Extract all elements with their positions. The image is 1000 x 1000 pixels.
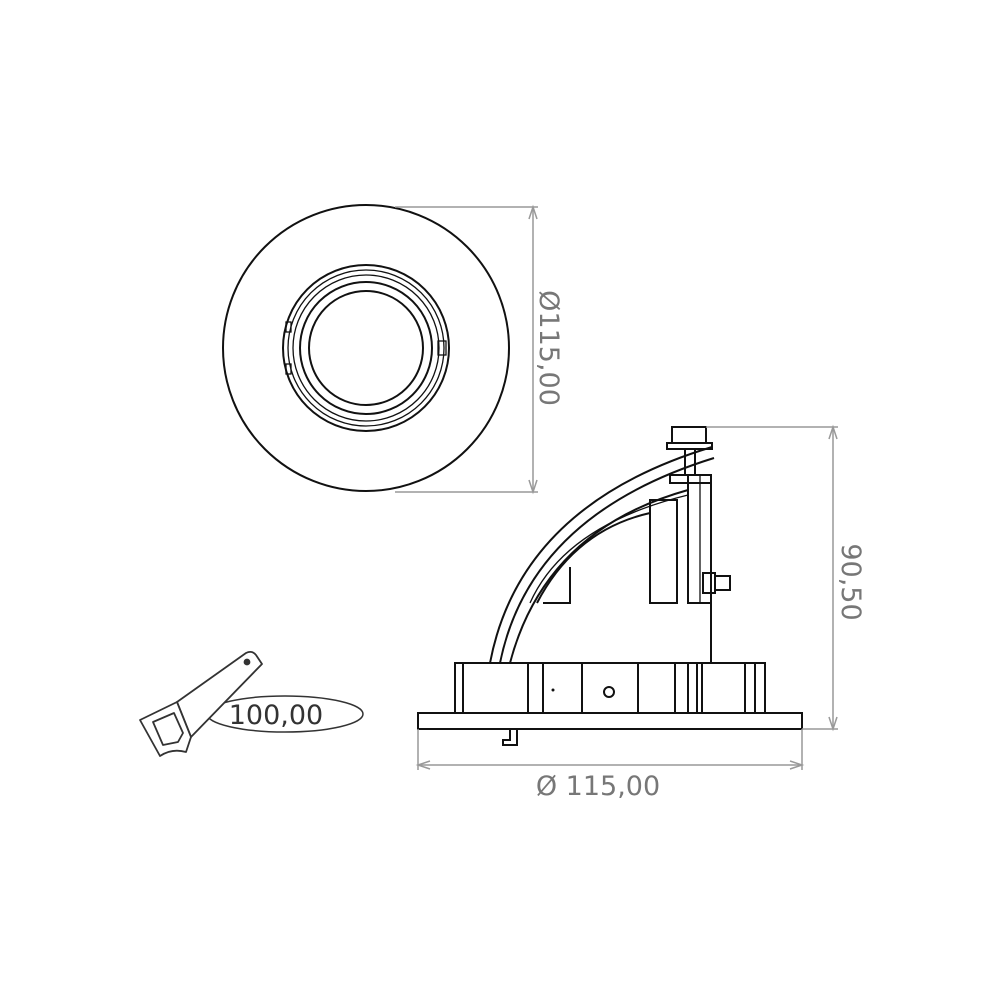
base-plate	[417, 712, 803, 730]
cutout-callout: 100,00	[139, 650, 364, 757]
housing-divisions	[462, 663, 756, 713]
post-cap	[669, 474, 712, 484]
gimbal-arc-4	[529, 494, 689, 604]
ring-clip-top	[285, 321, 292, 333]
saw-icon	[139, 650, 263, 757]
gimbal-arc-outer	[489, 446, 713, 664]
housing-block	[454, 662, 766, 714]
height-dimension: 90,50	[706, 424, 866, 732]
gimbal-arc-3	[509, 489, 689, 664]
side-diameter-dimension: Ø 115,00	[415, 729, 805, 802]
ring-clip-bottom	[285, 363, 292, 375]
side-bolt-head	[702, 572, 716, 594]
height-label: 90,50	[835, 543, 866, 620]
gimbal-arc-inner	[536, 512, 651, 604]
outer-trim-circle	[222, 204, 510, 492]
cutout-label: 100,00	[229, 700, 323, 731]
ring-2	[287, 269, 445, 427]
ring-3	[292, 274, 440, 422]
side-bolt-nut	[714, 575, 731, 591]
top-view	[222, 204, 510, 492]
center-bracket	[649, 499, 678, 604]
inner-aperture	[308, 290, 424, 406]
left-bracket	[543, 567, 571, 604]
ring-4	[299, 281, 433, 415]
top-bolt-washer	[666, 442, 713, 450]
top-bolt-head	[671, 426, 707, 444]
top-diameter-label: Ø115,00	[533, 290, 564, 406]
ring-outer	[282, 264, 450, 432]
side-diameter-label: Ø 115,00	[536, 771, 660, 802]
gimbal-arc-2	[499, 457, 715, 664]
top-view-diameter-dimension: Ø115,00	[395, 204, 564, 495]
spring-clip	[502, 729, 518, 746]
housing-dot	[551, 688, 555, 692]
side-view	[417, 426, 803, 746]
ring-notch	[437, 340, 447, 356]
housing-screw-hole	[603, 686, 615, 698]
